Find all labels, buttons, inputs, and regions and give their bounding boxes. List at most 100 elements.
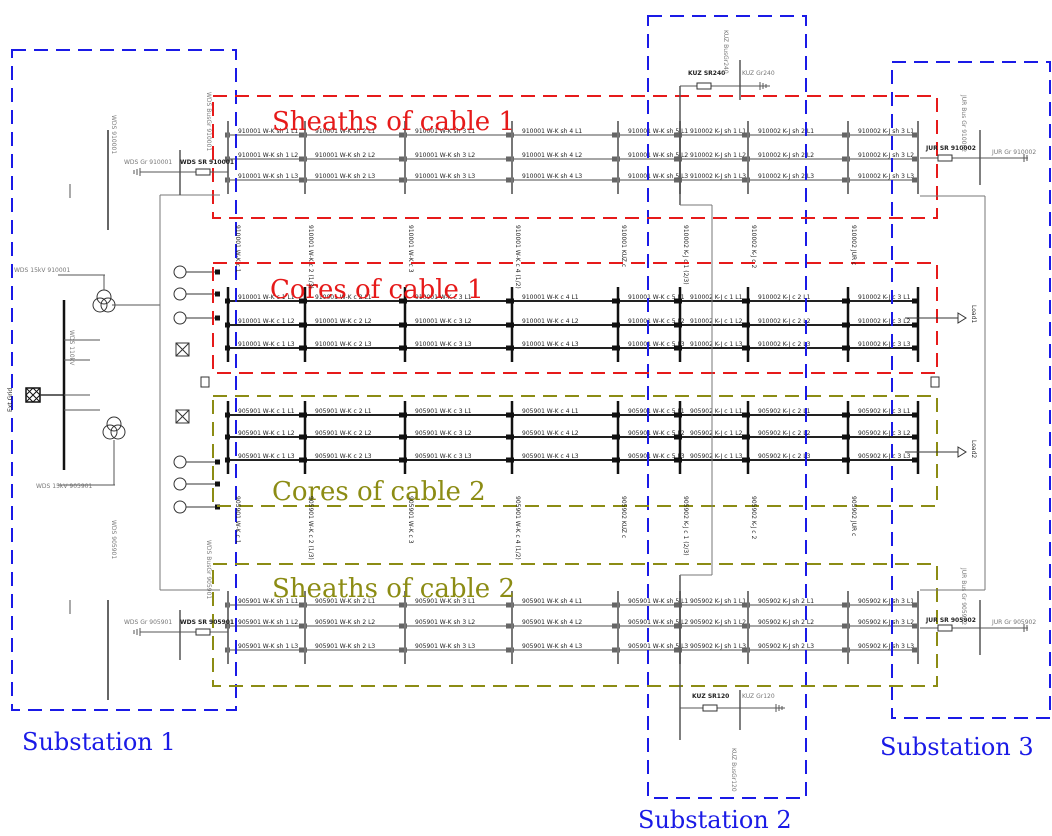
node-marker bbox=[612, 132, 617, 138]
kuz-sr120-label: KUZ SR120 bbox=[692, 693, 729, 700]
node-marker bbox=[215, 459, 220, 465]
node-marker bbox=[674, 345, 679, 351]
node-marker bbox=[674, 298, 679, 304]
node-marker bbox=[506, 602, 511, 608]
wds-905901-bus-label: WDS 905901 bbox=[110, 520, 117, 559]
core2-bus-label: 905901 W-K c 2 (1/3) bbox=[307, 496, 314, 560]
sheath2-segment-label: 905902 K-J sh 3 L1 bbox=[858, 598, 914, 605]
sheath1-segment-label: 910002 K-J sh 3 L2 bbox=[858, 152, 914, 159]
node-marker bbox=[674, 457, 679, 463]
node-marker bbox=[842, 345, 847, 351]
node-marker bbox=[506, 298, 511, 304]
node-marker bbox=[674, 177, 679, 183]
core1-segment-label: 910002 K-J c 1 L2 bbox=[690, 318, 743, 325]
sheath2-segment-label: 905901 W-K sh 4 L2 bbox=[522, 619, 582, 626]
node-marker bbox=[399, 156, 404, 162]
core1-segment-label: 910001 W-K c 1 L2 bbox=[238, 318, 295, 325]
sheath1-segment-label: 910001 W-K sh 3 L1 bbox=[415, 128, 475, 135]
sheath1-segment-label: 910001 W-K sh 2 L1 bbox=[315, 128, 375, 135]
sheath2-segment-label: 905901 W-K sh 2 L2 bbox=[315, 619, 375, 626]
node-marker bbox=[506, 177, 511, 183]
sheath1-segment-label: 910001 W-K sh 5 L1 bbox=[628, 128, 688, 135]
core2-segment-label: 905901 W-K c 3 L3 bbox=[415, 453, 472, 460]
core1-segment-label: 910001 W-K c 4 L3 bbox=[522, 341, 579, 348]
sheath2-segment-label: 905901 W-K sh 1 L2 bbox=[238, 619, 298, 626]
core2-segment-label: 905901 W-K c 1 L2 bbox=[238, 430, 295, 437]
core1-segment-label: 910001 W-K c 2 L1 bbox=[315, 294, 372, 301]
generator-icon bbox=[173, 265, 187, 279]
jur-gr2-label: JUR Gr 905902 bbox=[991, 619, 1036, 626]
sheath1-segment-label: 910002 K-J sh 2 L1 bbox=[758, 128, 814, 135]
node-marker bbox=[912, 345, 917, 351]
sheath1-segment-label: 910001 W-K sh 2 L2 bbox=[315, 152, 375, 159]
core2-segment-label: 905901 W-K c 3 L1 bbox=[415, 408, 472, 415]
core1-segment-label: 910002 K-J c 3 L1 bbox=[858, 294, 911, 301]
kuz-busgr120-label: KUZ BusGr120 bbox=[730, 748, 737, 792]
node-marker bbox=[399, 322, 404, 328]
kuz-sr120-resistor bbox=[702, 704, 718, 712]
node-marker bbox=[612, 623, 617, 629]
sheath1-segment-label: 910002 K-J sh 1 L2 bbox=[690, 152, 746, 159]
node-marker bbox=[506, 156, 511, 162]
node-marker bbox=[912, 434, 917, 440]
node-marker bbox=[399, 345, 404, 351]
sheath1-segment-label: 910001 W-K sh 5 L3 bbox=[628, 173, 688, 180]
generator-icon bbox=[173, 287, 187, 301]
node-marker bbox=[742, 298, 747, 304]
core2-bus-label: 905902 KUZ c bbox=[620, 496, 627, 538]
sheath1-segment-label: 910001 W-K sh 1 L1 bbox=[238, 128, 298, 135]
cable-rows: 910001 W-K sh 1 L1 910001 W-K sh 2 L1 9100… bbox=[186, 121, 920, 664]
core1-segment-label: 910002 K-J c 1 L1 bbox=[690, 294, 743, 301]
core2-segment-label: 905901 W-K c 5 L3 bbox=[628, 453, 685, 460]
core2-segment-label: 905901 W-K c 4 L2 bbox=[522, 430, 579, 437]
sheath1-segment-label: 910001 W-K sh 4 L2 bbox=[522, 152, 582, 159]
core1-bus-label: 910002 JUR c bbox=[850, 225, 857, 265]
jur-sr1-label: JUR SR 910002 bbox=[925, 145, 976, 152]
kuz-busgr240-label: KUZ BusGr240 bbox=[722, 30, 729, 74]
sheath2-segment-label: 905902 K-J sh 1 L1 bbox=[690, 598, 746, 605]
node-marker bbox=[612, 322, 617, 328]
core1-segment-label: 910001 W-K c 5 L3 bbox=[628, 341, 685, 348]
node-marker bbox=[842, 298, 847, 304]
node-marker bbox=[215, 481, 220, 487]
jur-sr1-resistor bbox=[937, 154, 953, 162]
sheath2-segment-label: 905901 W-K sh 2 L1 bbox=[315, 598, 375, 605]
transformer2-icon bbox=[102, 416, 126, 440]
node-marker bbox=[912, 322, 917, 328]
wds110-label: WDS 110kV bbox=[68, 330, 75, 366]
core1-segment-label: 910002 K-J c 3 L3 bbox=[858, 341, 911, 348]
node-marker bbox=[612, 602, 617, 608]
wds-busgr-910001-label: WDS BusGr 910001 bbox=[205, 92, 212, 151]
sheath2-segment-label: 905901 W-K sh 4 L3 bbox=[522, 643, 582, 650]
core2-segment-label: 905902 K-J c 2 L1 bbox=[758, 408, 811, 415]
sheath1-segment-label: 910001 W-K sh 3 L3 bbox=[415, 173, 475, 180]
core2-bus-label: 905901 W-K c 1 bbox=[234, 496, 241, 544]
node-marker bbox=[842, 412, 847, 418]
substation3-equipment: JUR SR 910002 JUR Gr 910002 JUR Bus Gr 9… bbox=[915, 94, 1036, 655]
node-marker bbox=[742, 457, 747, 463]
core1-segment-label: 910001 W-K c 2 L2 bbox=[315, 318, 372, 325]
node-marker bbox=[674, 322, 679, 328]
sheaths-cable2-box bbox=[212, 563, 938, 687]
sheath2-segment-label: 905901 W-K sh 2 L3 bbox=[315, 643, 375, 650]
node-marker bbox=[842, 156, 847, 162]
sheath2-segment-label: 905901 W-K sh 5 L2 bbox=[628, 619, 688, 626]
core1-segment-label: 910002 K-J c 2 L1 bbox=[758, 294, 811, 301]
sheath1-segment-label: 910001 W-K sh 1 L2 bbox=[238, 152, 298, 159]
label-substation3: Substation 3 bbox=[880, 733, 1034, 761]
node-marker bbox=[506, 412, 511, 418]
core1-segment-label: 910002 K-J c 1 L3 bbox=[690, 341, 743, 348]
core2-segment-label: 905902 K-J c 3 L2 bbox=[858, 430, 911, 437]
core1-segment-label: 910002 K-J c 3 L2 bbox=[858, 318, 911, 325]
core1-bus-label: 910002 K-J c 1 (2/3) bbox=[682, 225, 689, 285]
node-marker bbox=[399, 412, 404, 418]
core2-segment-label: 905902 K-J c 1 L1 bbox=[690, 408, 743, 415]
core2-bus-label: 905901 W-K c 4 (1/2) bbox=[514, 496, 521, 560]
kuz-gr120-label: KUZ Gr120 bbox=[742, 693, 775, 700]
node-marker bbox=[842, 434, 847, 440]
node-marker bbox=[215, 291, 220, 297]
node-marker bbox=[506, 434, 511, 440]
node-marker bbox=[842, 177, 847, 183]
node-marker bbox=[842, 647, 847, 653]
jur-sr2-label: JUR SR 905902 bbox=[925, 617, 976, 624]
